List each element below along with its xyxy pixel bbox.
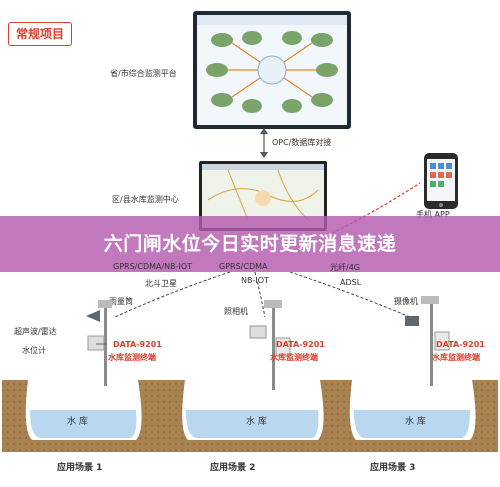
rain-gauge-label: 雨量筒 <box>109 297 133 306</box>
gprs-nbiot-label: GPRS/CDMA/NB-IOT <box>113 262 193 271</box>
scene3-caption: 应用场景 3 <box>370 463 416 473</box>
beidou-label: 北斗卫星 <box>145 279 177 288</box>
scene2-terminal-label: 水库监测终端 <box>270 353 318 362</box>
ultrasonic-radar-label: 超声波/雷达 <box>14 327 57 336</box>
scene3-station-equipment <box>405 296 450 386</box>
district-center-label: 区/县水库监测中心 <box>112 195 179 204</box>
camera-label-1: 照相机 <box>224 307 248 316</box>
camera-label-2: 摄像机 <box>394 297 418 306</box>
reservoir-label-2: 水 库 <box>246 417 267 427</box>
scene2-caption: 应用场景 2 <box>210 463 256 473</box>
phone-link-line <box>331 182 421 234</box>
provincial-monitor-screen <box>193 11 351 129</box>
reservoir-basins <box>2 380 498 452</box>
phone-app-label: 手机 APP <box>416 210 450 219</box>
level-meter-label: 水位计 <box>22 346 46 355</box>
scene2-device-id: DATA-9201 <box>276 340 325 349</box>
reservoir-label-3: 水 库 <box>405 417 426 427</box>
headline-banner: 六门闸水位今日实时更新消息速递 <box>103 233 397 255</box>
opc-link-arrow-icon <box>260 128 268 158</box>
reservoir-label-1: 水 库 <box>67 417 88 427</box>
scene3-device-id: DATA-9201 <box>436 340 485 349</box>
adsl-label: ADSL <box>340 278 362 287</box>
gprs-cdma-label: GPRS/CDMA <box>219 262 268 271</box>
site-link-lines <box>114 272 411 318</box>
phone-icon <box>424 153 458 209</box>
opc-label: OPC/数据库对接 <box>272 138 332 147</box>
scene3-terminal-label: 水库监测终端 <box>432 353 480 362</box>
scene1-station-equipment <box>86 300 112 386</box>
scene1-device-id: DATA-9201 <box>113 340 162 349</box>
provincial-platform-label: 省/市综合监测平台 <box>110 69 177 78</box>
district-monitor-screen <box>199 161 327 231</box>
scene1-terminal-label: 水库监测终端 <box>108 353 156 362</box>
fiber-4g-label: 光纤/4G <box>330 263 360 272</box>
nbiot-label: NB-IOT <box>241 276 269 285</box>
scene1-caption: 应用场景 1 <box>57 463 103 473</box>
scene2-station-equipment <box>249 300 291 390</box>
project-tag: 常规项目 <box>8 22 72 46</box>
headline-banner-background <box>0 216 500 272</box>
